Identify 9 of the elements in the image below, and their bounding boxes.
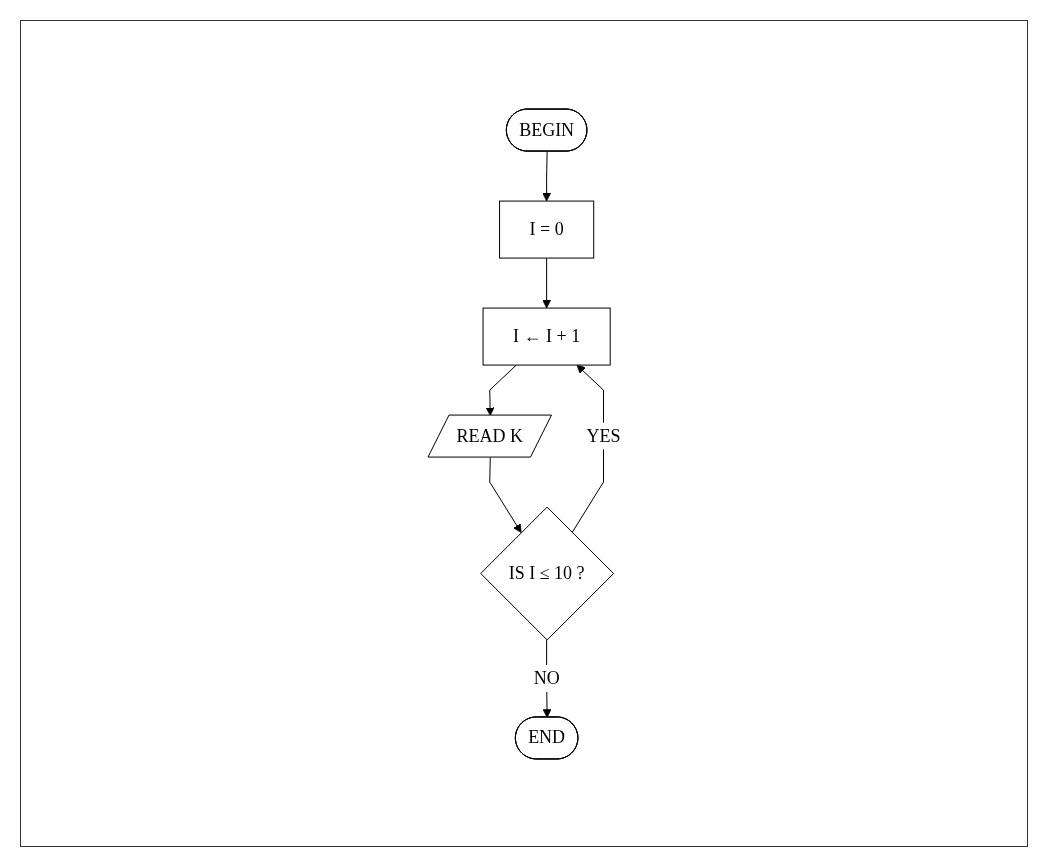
edge-label: YES [586,425,621,446]
edge-label: NO [533,667,560,688]
arrow [541,150,551,201]
arrow [541,257,551,308]
node-box: I = 0 [498,200,594,259]
arrow [485,364,517,416]
node-diamond: IS I ≤ 10 ? [479,506,614,640]
node-box: I ← I + 1 [482,307,611,366]
arrow [489,456,522,533]
